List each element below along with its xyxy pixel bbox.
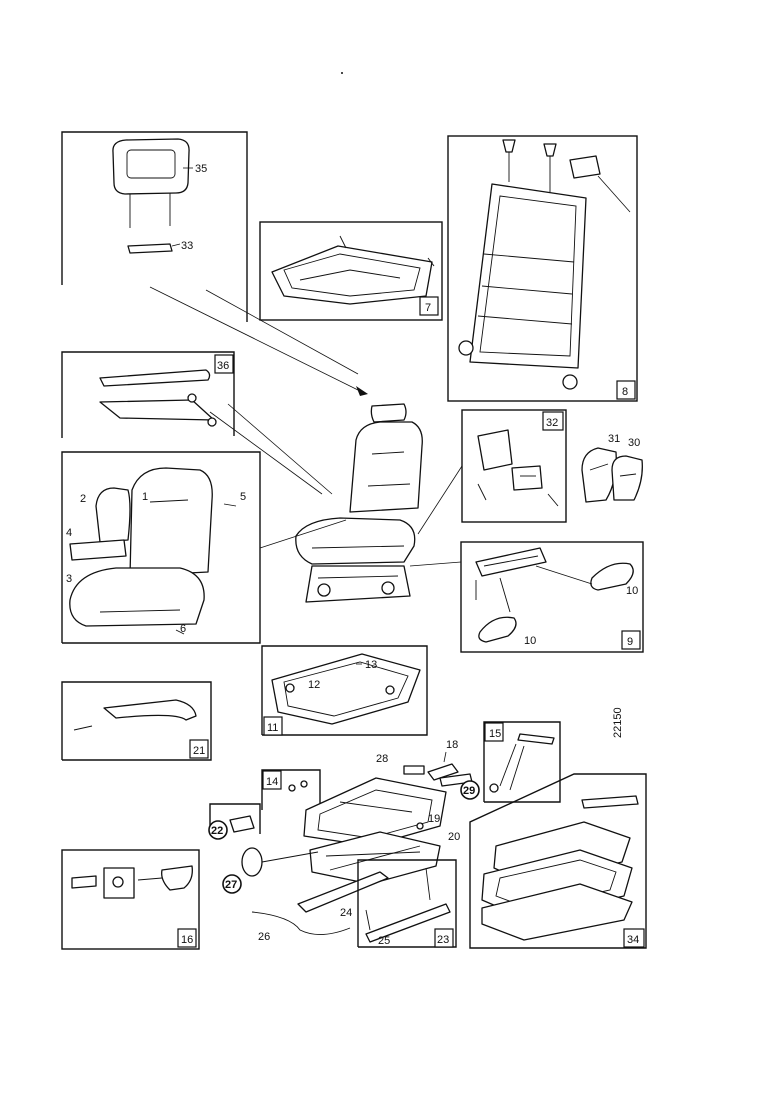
callout-33: 33 <box>181 240 193 252</box>
armrest-frame-part <box>99 399 215 421</box>
stray-dot <box>341 72 343 74</box>
panel-34: 34 <box>469 773 647 949</box>
base-rail <box>297 871 389 913</box>
lever-handle-lower <box>478 616 517 643</box>
tag-16: 16 <box>181 934 193 946</box>
panel-21: 21 <box>61 681 212 761</box>
backrest-frame-part <box>469 183 587 369</box>
tag-32: 32 <box>546 417 558 429</box>
assembled-seat <box>259 403 423 603</box>
backrest-cover-part <box>129 467 213 577</box>
tag-9: 9 <box>627 636 633 648</box>
panel-36: 36 <box>61 351 333 495</box>
callout-29: 29 <box>463 785 475 797</box>
tag-14: 14 <box>266 776 278 788</box>
reference-number: 22150 <box>612 707 624 738</box>
callout-4: 4 <box>66 527 72 539</box>
headrest-guide <box>127 243 173 254</box>
tag-8: 8 <box>622 386 628 398</box>
cushion-cover-part <box>69 567 205 627</box>
tag-11: 11 <box>267 722 278 734</box>
headrest-part <box>112 138 190 195</box>
tag-21: 21 <box>193 745 205 757</box>
panel-23: 25 23 <box>357 859 457 948</box>
callout-20: 20 <box>448 831 460 843</box>
panel-headrest: 35 33 <box>61 131 368 396</box>
rail-23-part <box>365 903 451 943</box>
panel-14: 14 <box>261 769 321 810</box>
base-upper-frame <box>303 777 447 847</box>
callout-10b: 10 <box>524 635 536 647</box>
callout-2: 2 <box>80 493 86 505</box>
cushion-frame-part <box>271 245 433 305</box>
callout-26: 26 <box>258 931 270 943</box>
panel-16: 16 <box>61 849 200 950</box>
adjust-knob <box>241 847 263 877</box>
callout-22: 22 <box>211 825 223 837</box>
pointer-arrow-headrest <box>149 286 363 393</box>
handle-21-part <box>103 699 197 721</box>
tag-15: 15 <box>489 728 501 740</box>
panel-side-covers: 31 30 <box>581 433 643 503</box>
callout-31: 31 <box>608 433 620 445</box>
armrest-cover-part <box>99 369 211 387</box>
slide-rail-part <box>271 653 421 725</box>
callout-6: 6 <box>180 623 186 635</box>
callout-35: 35 <box>195 163 207 175</box>
callout-3: 3 <box>66 573 72 585</box>
callout-1: 1 <box>142 491 148 503</box>
panel-15: 15 <box>483 721 561 803</box>
callout-24: 24 <box>340 907 352 919</box>
cable-26 <box>251 911 351 935</box>
assembled-backrest <box>349 421 423 513</box>
callout-27: 27 <box>225 879 237 891</box>
panel-9: 10 10 9 <box>409 541 644 653</box>
callout-30: 30 <box>628 437 640 449</box>
panel-32: 32 <box>417 409 567 535</box>
lever-handle-upper <box>590 562 634 591</box>
panel-11: 13 12 11 <box>261 645 428 736</box>
callout-10a: 10 <box>626 585 638 597</box>
tag-34: 34 <box>627 934 639 946</box>
callout-19: 19 <box>428 813 440 825</box>
panel-8: 8 <box>447 135 638 402</box>
panel-seat-components: 2 1 5 4 3 6 <box>61 451 261 644</box>
callout-25: 25 <box>378 935 390 947</box>
side-cover-30 <box>611 455 643 501</box>
tag-36: 36 <box>217 360 229 372</box>
side-cover-31 <box>581 447 617 503</box>
callout-5: 5 <box>240 491 246 503</box>
callout-28: 28 <box>376 753 388 765</box>
panel-7: 7 <box>259 221 443 321</box>
tag-7: 7 <box>425 302 431 314</box>
callout-18: 18 <box>446 739 458 751</box>
callout-12: 12 <box>308 679 320 691</box>
callout-13: 13 <box>365 659 377 671</box>
tag-23: 23 <box>437 934 449 946</box>
assembled-cushion <box>295 517 416 565</box>
base-assembly: 18 28 29 19 20 22 27 24 26 <box>208 739 480 943</box>
